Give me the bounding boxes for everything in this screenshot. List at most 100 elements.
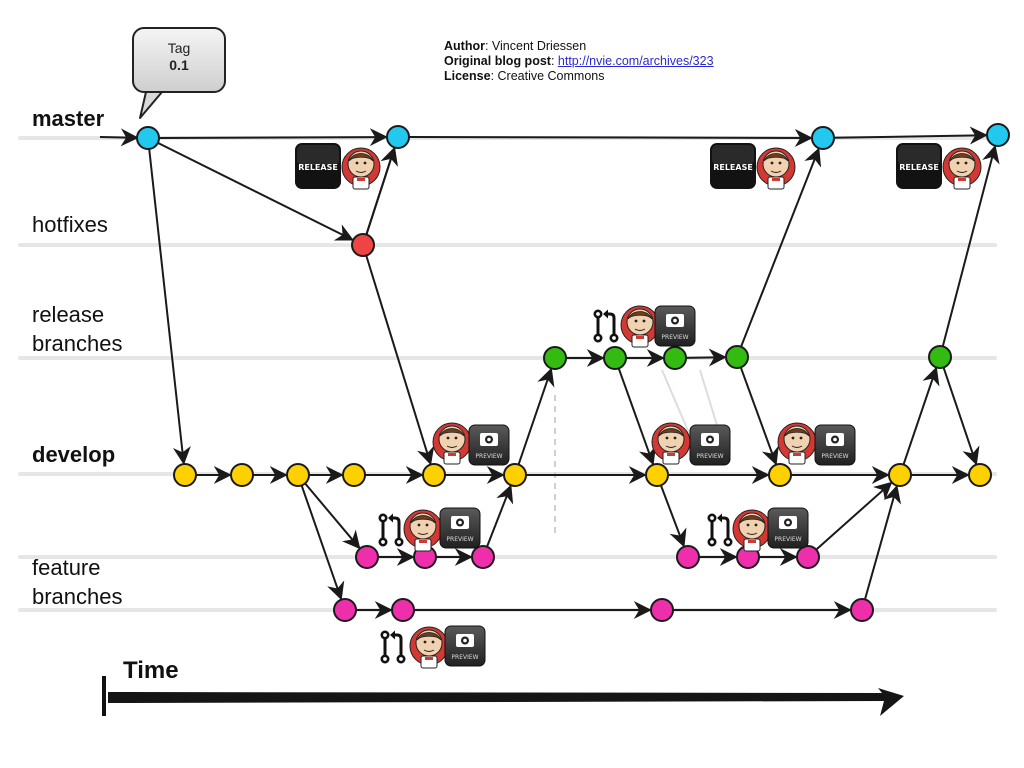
- commit-arrow: [365, 255, 435, 466]
- tag-title: Tag: [167, 40, 191, 56]
- svg-text:RELEASE: RELEASE: [713, 163, 753, 172]
- pull-request-icon: [593, 308, 619, 343]
- commit-arrow: [304, 482, 361, 550]
- jenkins-icon: [620, 305, 660, 348]
- develop-commit: [888, 463, 912, 487]
- jenkins-icon: [341, 147, 381, 190]
- svg-text:PREVIEW: PREVIEW: [451, 654, 478, 661]
- release-commit: [663, 346, 687, 370]
- jenkins-icon: [651, 422, 691, 465]
- lane-label-develop: develop: [32, 442, 116, 467]
- commit-arrow: [486, 484, 514, 548]
- commit-arrow: [148, 148, 191, 465]
- lane-label-feature-line2: branches: [32, 584, 123, 609]
- commit-arrow: [300, 485, 345, 601]
- svg-text:RELEASE: RELEASE: [899, 163, 939, 172]
- pull-request-icon: [707, 512, 733, 547]
- commit-arrow: [941, 144, 1000, 347]
- jenkins-icon: [942, 147, 982, 190]
- commit-arrow: [517, 367, 555, 465]
- commit-arrow: [659, 484, 687, 548]
- preview-icon: PREVIEW: [444, 625, 486, 667]
- jenkins-icon: [756, 147, 796, 190]
- svg-text:PREVIEW: PREVIEW: [446, 536, 473, 543]
- feature-commit: [333, 598, 357, 622]
- author-value: : Vincent Driessen: [484, 39, 587, 53]
- blog-link[interactable]: http://nvie.com/archives/323: [557, 54, 714, 68]
- lane-label-feature-line1: feature: [32, 555, 101, 580]
- license-value: : Creative Commons: [490, 69, 605, 83]
- commit-arrow: [833, 126, 988, 145]
- release-commit: [928, 345, 952, 369]
- commit-arrow: [864, 484, 902, 600]
- develop-commit: [968, 463, 992, 487]
- feature-commit: [391, 598, 415, 622]
- commit-arrow: [408, 128, 813, 147]
- commit-arrow: [617, 368, 656, 466]
- develop-commit: [768, 463, 792, 487]
- release-commit: [603, 346, 627, 370]
- faded-link: [661, 369, 693, 441]
- svg-text:PREVIEW: PREVIEW: [696, 453, 723, 460]
- commit-arrow: [158, 128, 388, 147]
- preview-icon: PREVIEW: [468, 424, 510, 466]
- credits-block: Author: Vincent Driessen Original blog p…: [444, 39, 714, 84]
- svg-text:PREVIEW: PREVIEW: [661, 334, 688, 341]
- time-axis-arrow: [108, 688, 904, 716]
- jenkins-icon: [409, 626, 449, 669]
- jenkins-icon: [432, 422, 472, 465]
- feature-commit: [471, 545, 495, 569]
- hotfix-commit: [351, 233, 375, 257]
- develop-commit: [173, 463, 197, 487]
- develop-commit: [286, 463, 310, 487]
- tag-version: 0.1: [169, 57, 189, 73]
- pull-request-icon: [380, 629, 406, 664]
- commit-arrow: [902, 366, 940, 465]
- master-commit: [986, 123, 1010, 147]
- commit-arrow: [365, 146, 398, 235]
- preview-icon: PREVIEW: [814, 424, 856, 466]
- release-commit: [543, 346, 567, 370]
- develop-commit: [422, 463, 446, 487]
- master-commit: [386, 125, 410, 149]
- master-commit: [811, 126, 835, 150]
- svg-text:RELEASE: RELEASE: [298, 163, 338, 172]
- lane-label-release-line1: release: [32, 302, 105, 327]
- commit-arrow: [99, 128, 139, 147]
- blog-line: Original blog post: http://nvie.com/arch…: [444, 54, 714, 69]
- tag-callout: Tag 0.1: [132, 27, 226, 93]
- commit-arrow: [942, 367, 980, 466]
- commit-arrow: [739, 366, 779, 466]
- preview-icon: PREVIEW: [689, 424, 731, 466]
- develop-commit: [645, 463, 669, 487]
- license-line: License: Creative Commons: [444, 69, 714, 84]
- svg-text:PREVIEW: PREVIEW: [475, 453, 502, 460]
- pull-request-icon: [378, 512, 404, 547]
- jenkins-icon: [403, 509, 443, 552]
- jenkins-icon: [777, 422, 817, 465]
- master-commit: [136, 126, 160, 150]
- lane-label-release-line2: branches: [32, 331, 123, 356]
- commit-arrow: [157, 142, 354, 241]
- feature-commit: [676, 545, 700, 569]
- lane-label-hotfixes: hotfixes: [32, 212, 108, 237]
- develop-commit: [230, 463, 254, 487]
- time-axis-label: Time: [123, 657, 179, 684]
- feature-commit: [796, 545, 820, 569]
- preview-icon: PREVIEW: [654, 305, 696, 347]
- commit-arrow: [740, 147, 822, 348]
- commit-arrow: [815, 481, 893, 551]
- blog-sep: :: [550, 54, 558, 68]
- author-line: Author: Vincent Driessen: [444, 39, 714, 54]
- develop-commit: [342, 463, 366, 487]
- commit-arrow: [685, 348, 727, 367]
- svg-text:PREVIEW: PREVIEW: [774, 536, 801, 543]
- feature-commit: [850, 598, 874, 622]
- feature-commit: [650, 598, 674, 622]
- feature-commit: [355, 545, 379, 569]
- release-icon: RELEASE: [295, 143, 341, 189]
- blog-label: Original blog post: [444, 54, 551, 68]
- license-label: License: [444, 69, 491, 83]
- develop-commit: [503, 463, 527, 487]
